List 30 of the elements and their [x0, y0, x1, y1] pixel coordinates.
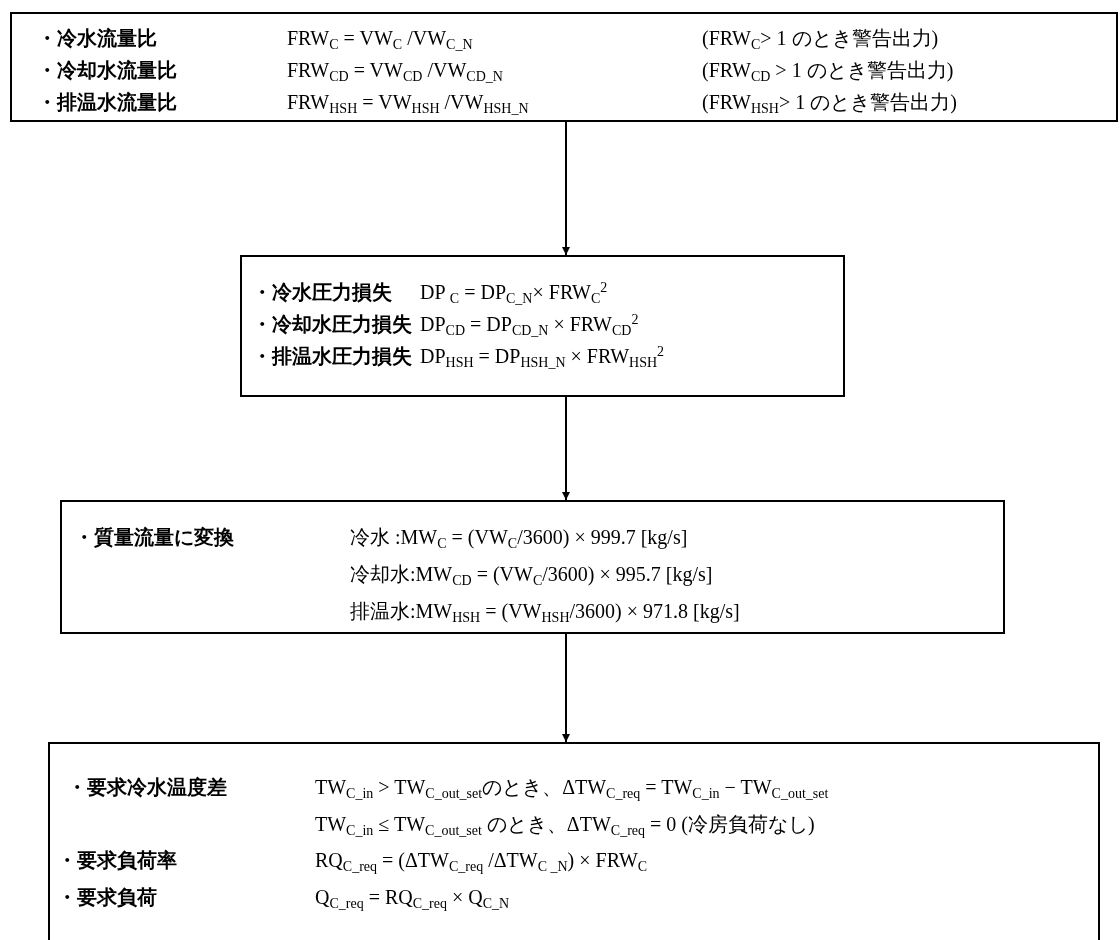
formula-text: TW$_{C_in}$ > TW$_{C_out_set}$のとき、ΔTW$_{C_req}$ = TW$_{C_in}$ − TW$_{C_out_set}$: [315, 775, 829, 802]
arrow: [562, 121, 570, 256]
item-label: ・冷水圧力損失: [252, 279, 392, 306]
formula-text: 排温水:MW$_{HSH}$ = (VW$_{HSH}$/3600) × 971.8 [kg/s]: [350, 599, 740, 626]
item-label: ・排温水圧力損失: [252, 343, 412, 370]
formula-text: (FRW$_{HSH}$> 1 のとき警告出力): [702, 90, 957, 117]
arrow: [562, 633, 570, 743]
item-label: ・質量流量に変換: [74, 524, 234, 551]
item-label: ・冷却水圧力損失: [252, 311, 412, 338]
formula-text: 冷却水:MW$_{CD}$ = (VW$_{C}$/3600) × 995.7 [kg/s]: [350, 562, 713, 589]
item-label: ・冷却水流量比: [37, 57, 177, 84]
process-box: [48, 742, 1100, 940]
formula-text: RQ$_{C_req}$ = (ΔTW$_{C_req}$ /ΔTW$_{C _N}$) × FRW$_{C}$: [315, 848, 648, 875]
process-box: [10, 12, 1118, 122]
process-box: [60, 500, 1005, 634]
item-label: ・要求冷水温度差: [67, 774, 227, 801]
arrow: [562, 396, 570, 501]
formula-text: FRW$_{HSH}$ = VW$_{HSH}$ /VW$_{HSH_N}$: [287, 90, 529, 117]
formula-text: FRW$_{CD}$ = VW$_{CD}$ /VW$_{CD_N}$: [287, 58, 503, 85]
item-label: ・要求負荷率: [57, 847, 177, 874]
formula-text: TW$_{C_in}$ ≤ TW$_{C_out_set}$ のとき、ΔTW$_{C_req}$ = 0 (冷房負荷なし): [315, 812, 815, 839]
formula-text: (FRW$_{CD}$ > 1 のとき警告出力): [702, 58, 954, 85]
formula-text: Q$_{C_req}$ = RQ$_{C_req}$ × Q$_{C_N}$: [315, 885, 510, 912]
formula-text: FRW$_{C}$ = VW$_{C}$ /VW$_{C_N}$: [287, 26, 473, 53]
formula-text: 冷水 :MW$_{C}$ = (VW$_{C}$/3600) × 999.7 [kg/s]: [350, 525, 688, 552]
process-box: [240, 255, 845, 397]
item-label: ・冷水流量比: [37, 25, 157, 52]
formula-text: (FRW$_{C}$> 1 のとき警告出力): [702, 26, 939, 53]
item-label: ・要求負荷: [57, 884, 157, 911]
item-label: ・排温水流量比: [37, 89, 177, 116]
